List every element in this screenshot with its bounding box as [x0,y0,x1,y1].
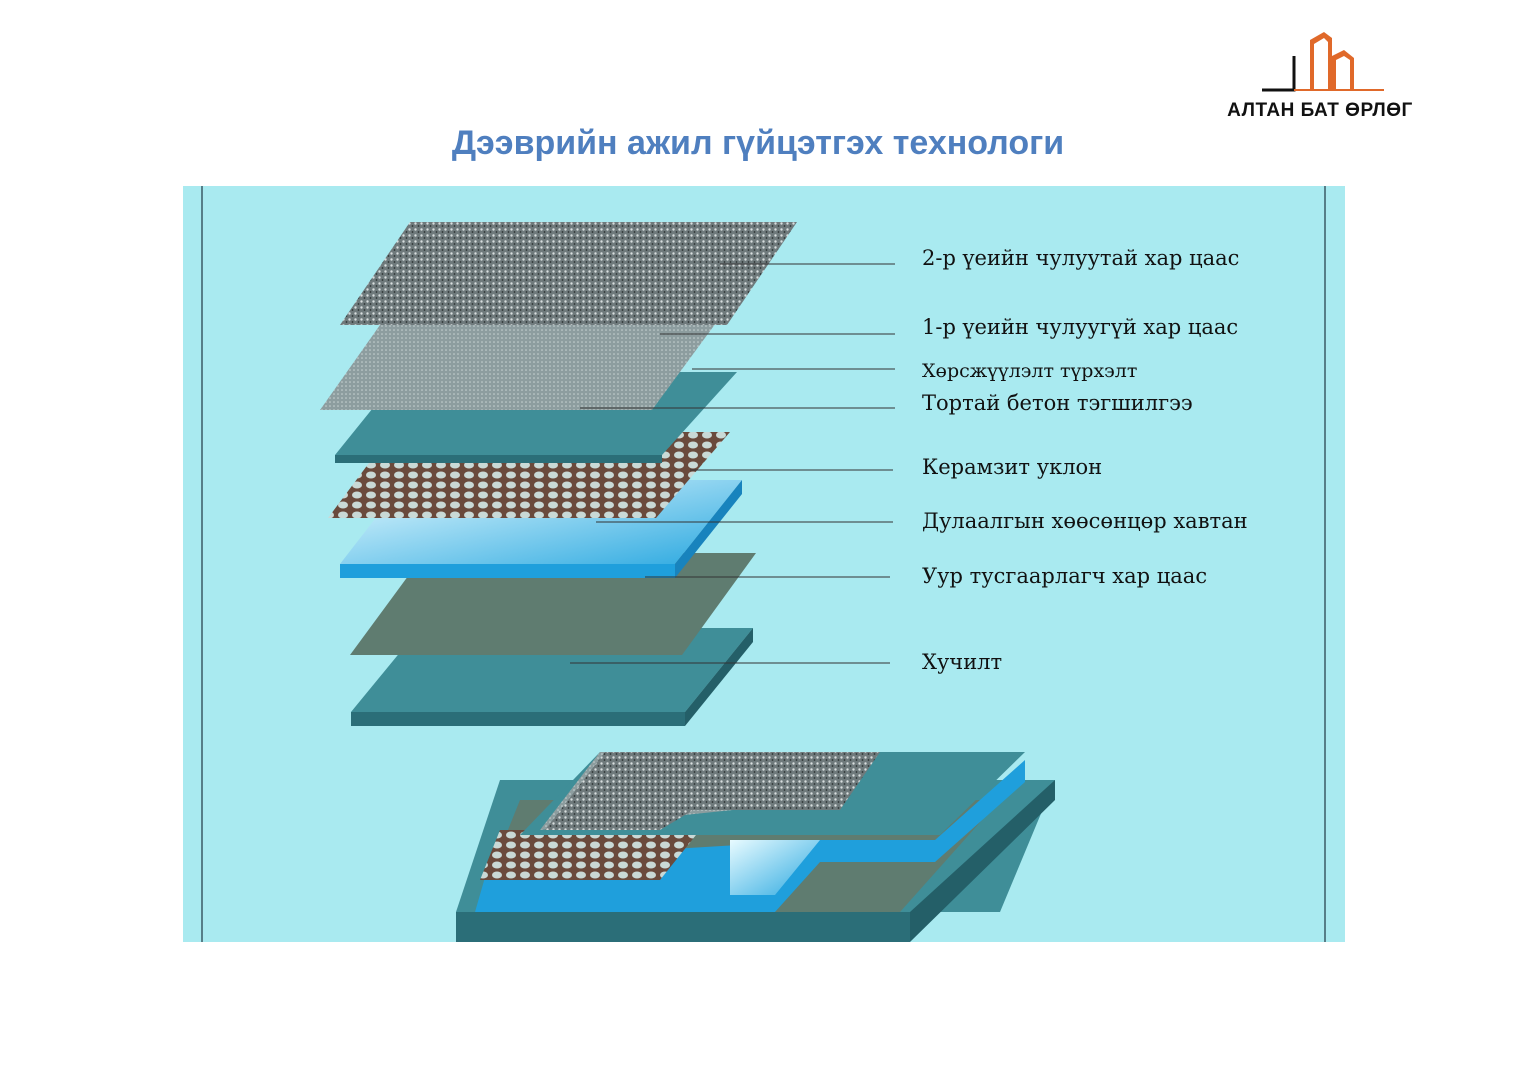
layer-label-primer: Хөрсжүүлэлт түрхэлт [922,360,1138,382]
layer-label-paper-2: 2-р үеийн чулуутай хар цаас [922,246,1240,270]
logo-text: АЛТАН БАТ ӨРЛӨГ [1227,100,1413,121]
assembled-roof-view [456,752,1055,942]
roof-layers-diagram: 2-р үеийн чулуутай хар цаас 1-р үеийн чу… [183,186,1345,942]
layer-label-concrete: Тортай бетон тэгшилгээ [922,391,1193,415]
layer-label-vapor-paper: Уур тусгаарлагч хар цаас [922,564,1208,588]
layer-label-paper-1: 1-р үеийн чулуугүй хар цаас [922,315,1239,339]
building-logo-icon [1262,32,1384,92]
layer-label-keramzit: Керамзит уклон [922,455,1103,479]
layer-label-slab: Хучилт [922,650,1003,674]
layer-paper-2 [340,222,797,325]
leader-lines [570,263,895,664]
page-title: Дээврийн ажил гүйцэтгэх технологи [451,124,1065,162]
layer-vapor-paper [350,553,756,655]
layer-label-insulation: Дулаалгын хөөсөнцөр хавтан [922,509,1248,533]
company-logo: АЛТАН БАТ ӨРЛӨГ [1214,28,1426,124]
layer-paper-1 [320,308,727,410]
